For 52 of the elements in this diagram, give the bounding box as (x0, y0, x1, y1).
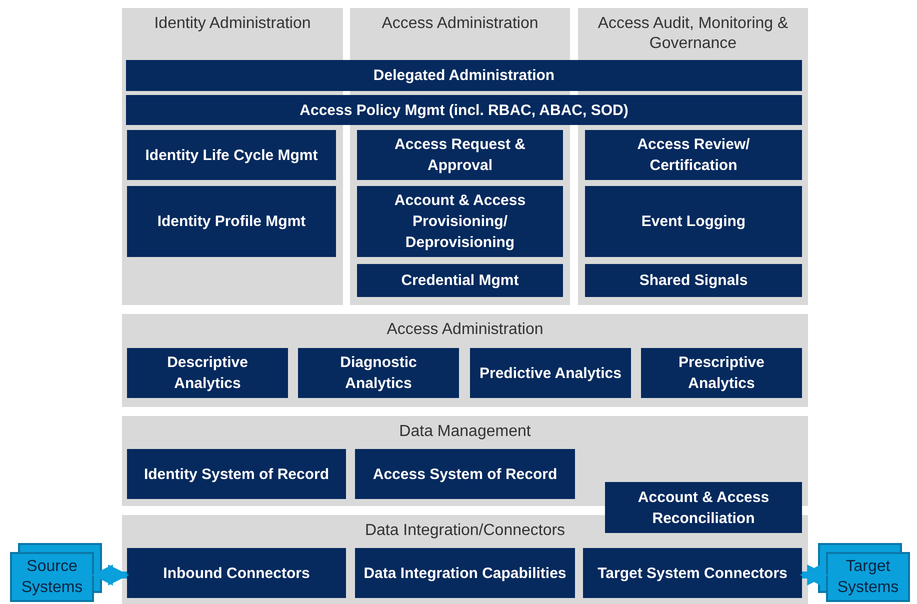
function-box (357, 186, 563, 257)
function-box (355, 449, 575, 499)
box-label: Prescriptive Analytics (678, 353, 766, 394)
function-box (605, 482, 802, 533)
function-box (127, 186, 336, 257)
box-label: Access Request & Approval (394, 135, 526, 176)
box-label: Source Systems (20, 557, 84, 598)
function-box (470, 348, 631, 398)
box-label: Delegated Administration (372, 66, 556, 86)
function-box (585, 264, 802, 297)
layer-panel (122, 416, 808, 506)
box-label: Identity Life Cycle Mgmt (144, 146, 319, 166)
function-box (127, 130, 336, 180)
function-box (585, 130, 802, 180)
layer-title: Access Administration (386, 320, 544, 340)
function-box (127, 348, 288, 398)
layer-title: Identity Administration (153, 14, 312, 34)
system-box (10, 552, 94, 602)
box-label: Identity System of Record (142, 464, 330, 484)
function-box (127, 548, 346, 598)
box-label: Inbound Connectors (162, 564, 311, 584)
function-box (355, 548, 575, 598)
function-box (298, 348, 459, 398)
layer-title: Data Management (398, 422, 532, 442)
layer-title: Access Audit, Monitoring & Governance (596, 14, 790, 54)
function-box (641, 348, 802, 398)
function-box (127, 449, 346, 499)
box-label: Access Review/ Certification (636, 135, 751, 176)
function-box (357, 264, 563, 297)
system-box (826, 552, 910, 602)
layer-panel (122, 314, 808, 407)
box-label: Descriptive Analytics (166, 353, 249, 394)
box-label: Identity Profile Mgmt (156, 212, 307, 232)
box-label: Data Integration Capabilities (362, 564, 568, 584)
function-box (357, 130, 563, 180)
box-label: Credential Mgmt (400, 271, 520, 291)
box-label: Event Logging (640, 212, 747, 232)
box-label: Predictive Analytics (478, 364, 622, 384)
box-label: Account & Access Reconciliation (636, 488, 770, 528)
box-label: Access Policy Mgmt (incl. RBAC, ABAC, SOD) (298, 100, 630, 120)
layer-title: Data Integration/Connectors (364, 521, 566, 541)
box-label: Access System of Record (372, 464, 558, 484)
box-label: Target Systems (836, 557, 900, 598)
layer-title: Access Administration (380, 14, 540, 34)
box-label: Diagnostic Analytics (339, 353, 418, 394)
box-label: Target System Connectors (596, 564, 788, 584)
box-label: Account & Access Provisioning/ Deprovisioning (393, 191, 527, 253)
box-label: Shared Signals (638, 271, 749, 291)
function-box (583, 548, 802, 598)
function-box (585, 186, 802, 257)
function-box (126, 60, 802, 91)
function-box (126, 95, 802, 125)
